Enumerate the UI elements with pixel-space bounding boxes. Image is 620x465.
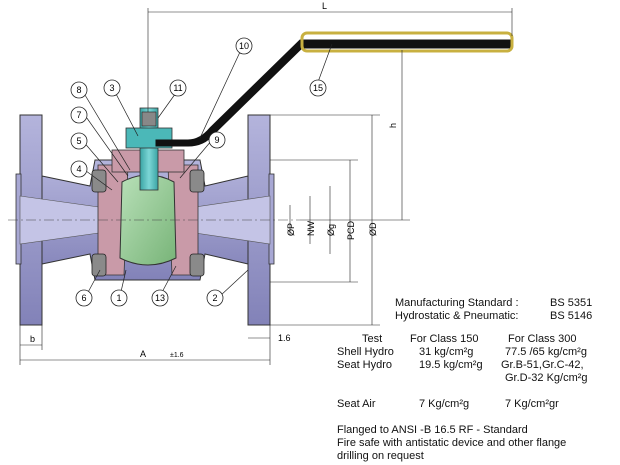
callout-8-label: 8 bbox=[76, 85, 81, 95]
callout-8 bbox=[70, 81, 88, 99]
note-drilling: drilling on request bbox=[337, 450, 424, 462]
shell-hydro-300: 77.5 /65 kg/cm²g bbox=[505, 346, 587, 358]
callout-2 bbox=[206, 289, 224, 307]
callout-10-label: 10 bbox=[239, 41, 249, 51]
callout-13 bbox=[151, 289, 169, 307]
callout-7-label: 7 bbox=[76, 110, 81, 120]
bolt-upper-right bbox=[189, 169, 205, 193]
callout-6-label: 6 bbox=[81, 293, 86, 303]
hydro-standard-label: Hydrostatic & Pneumatic: bbox=[395, 310, 519, 322]
dim-A: A bbox=[140, 349, 146, 359]
note-flanged: Flanged to ANSI -B 16.5 RF - Standard bbox=[337, 424, 528, 436]
test-header: Test bbox=[362, 333, 383, 345]
callout-3 bbox=[103, 79, 121, 97]
callout-7 bbox=[70, 106, 88, 124]
dim-P: ØP bbox=[286, 223, 296, 236]
class300-header: For Class 300 bbox=[508, 333, 577, 345]
callout-10 bbox=[235, 37, 253, 55]
hydro-standard-value: BS 5146 bbox=[550, 310, 593, 322]
bolt-lower-right bbox=[189, 253, 205, 277]
seat-hydro-300-line2: Gr.D-32 Kg/cm²g bbox=[505, 372, 588, 384]
dim-raised-face: 1.6 bbox=[278, 333, 291, 343]
note-fire-safe: Fire safe with antistatic device and oth… bbox=[337, 437, 567, 449]
callout-5 bbox=[70, 132, 88, 150]
callouts bbox=[81, 43, 333, 297]
seat-air-300: 7 Kg/cm²gr bbox=[505, 398, 559, 410]
seat-air-label: Seat Air bbox=[337, 398, 376, 410]
dim-b: b bbox=[30, 334, 35, 344]
callout-1-label: 1 bbox=[116, 293, 121, 303]
seat-hydro-label: Seat Hydro bbox=[337, 359, 393, 371]
callout-6 bbox=[75, 289, 93, 307]
seat-air-150: 7 Kg/cm²g bbox=[419, 398, 470, 410]
class150-header: For Class 150 bbox=[410, 333, 479, 345]
callout-9 bbox=[208, 131, 226, 149]
dim-h: h bbox=[388, 123, 398, 128]
dim-L: L bbox=[322, 1, 327, 11]
callout-4-label: 4 bbox=[76, 164, 81, 174]
handle-grip bbox=[300, 31, 514, 53]
shell-hydro-label: Shell Hydro bbox=[337, 346, 394, 358]
dim-g: Øg bbox=[326, 224, 336, 236]
shell-hydro-150: 31 kg/cm²g bbox=[419, 346, 474, 358]
seat-hydro-300-line1: Gr.B-51,Gr.C-42, bbox=[501, 359, 584, 371]
dim-D: ØD bbox=[368, 222, 378, 236]
callout-5-label: 5 bbox=[76, 136, 81, 146]
callout-4 bbox=[70, 160, 88, 178]
bolt-lower-left bbox=[91, 253, 107, 277]
callout-9-label: 9 bbox=[214, 135, 219, 145]
callout-15 bbox=[309, 79, 327, 97]
callout-15-label: 15 bbox=[313, 83, 323, 93]
dim-PCD: PCD bbox=[346, 220, 356, 240]
callout-11-label: 11 bbox=[173, 83, 182, 93]
dim-A-tolerance: ±1.6 bbox=[170, 352, 184, 359]
callout-2-label: 2 bbox=[212, 293, 217, 303]
callout-11 bbox=[169, 79, 187, 97]
dimension-lines bbox=[19, 8, 513, 365]
mfg-standard-value: BS 5351 bbox=[550, 297, 593, 309]
seat-hydro-150: 19.5 kg/cm²g bbox=[419, 359, 483, 371]
dim-NW: NW bbox=[306, 221, 316, 236]
handle-lever bbox=[155, 39, 511, 147]
callout-3-label: 3 bbox=[109, 83, 114, 93]
callout-1 bbox=[110, 289, 128, 307]
bolt-upper-left bbox=[91, 169, 107, 193]
callout-13-label: 13 bbox=[155, 293, 165, 303]
mfg-standard-label: Manufacturing Standard : bbox=[395, 297, 519, 309]
stem-nut bbox=[141, 111, 157, 127]
